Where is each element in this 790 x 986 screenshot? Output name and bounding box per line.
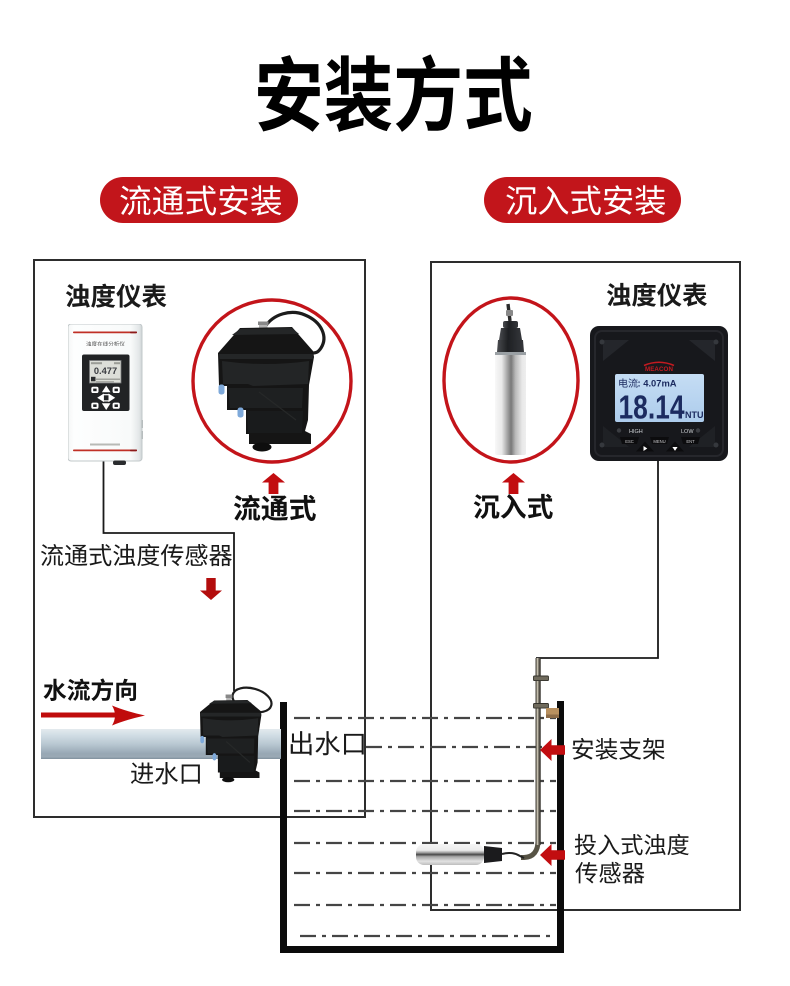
svg-text:MENU: MENU [653,439,665,444]
svg-text:ESC: ESC [625,439,634,444]
svg-text:LOW: LOW [681,429,694,435]
svg-text:: 4.07mA: : 4.07mA [638,377,677,388]
svg-text:MEACON: MEACON [645,366,674,373]
svg-text:ENT: ENT [686,439,695,444]
svg-text:18.14: 18.14 [619,388,686,425]
svg-text:NTU: NTU [685,410,704,420]
svg-text:0.477: 0.477 [94,366,117,376]
svg-text:HIGH: HIGH [629,429,643,435]
